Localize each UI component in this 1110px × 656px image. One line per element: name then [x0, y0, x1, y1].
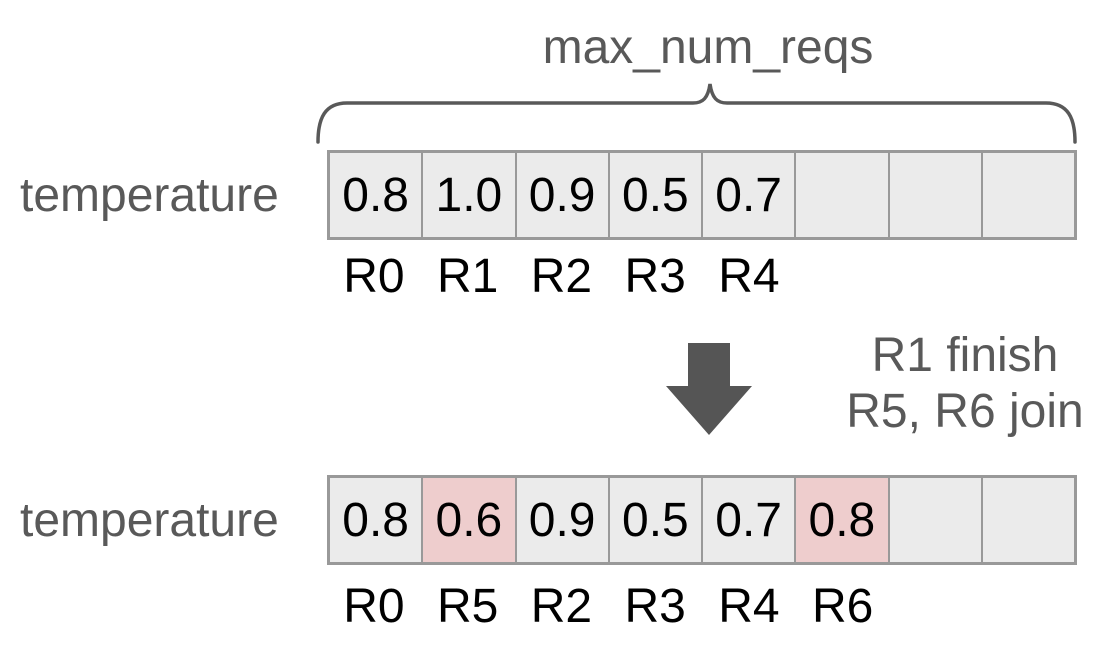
temperature-label-before: temperature [20, 168, 279, 222]
request-labels-after: R0 R5 R2 R3 R4 R6 [327, 579, 1077, 633]
request-label [983, 250, 1077, 302]
request-labels-before: R0 R1 R2 R3 R4 [327, 249, 1077, 303]
array-cell: 0.9 [516, 478, 610, 562]
temperature-array-after: 0.8 0.6 0.9 0.5 0.7 0.8 [327, 475, 1077, 565]
temperature-label-after: temperature [20, 493, 279, 547]
request-label [890, 250, 984, 302]
array-cell: 0.8 [796, 478, 890, 562]
request-label: R4 [718, 249, 780, 303]
request-label: R0 [343, 249, 405, 303]
array-cell [796, 153, 890, 237]
request-label: R2 [530, 249, 593, 303]
array-cell: 0.9 [516, 153, 610, 237]
array-cell [982, 478, 1074, 562]
array-cell [889, 478, 983, 562]
request-label: R3 [624, 579, 686, 633]
array-cell [982, 153, 1074, 237]
request-label: R3 [624, 249, 686, 303]
array-cell: 0.8 [330, 478, 424, 562]
request-label: R4 [718, 579, 780, 633]
max-num-reqs-label: max_num_reqs [542, 21, 874, 74]
transition-note: R1 finish R5, R6 join [820, 328, 1110, 440]
request-label [796, 250, 890, 302]
transition-note-line1: R1 finish [871, 329, 1059, 382]
array-cell: 0.5 [609, 153, 703, 237]
array-cell: 0.6 [423, 478, 517, 562]
request-label: R0 [343, 579, 405, 633]
brace-icon [316, 83, 1077, 144]
array-cell: 1.0 [423, 153, 517, 237]
request-label [890, 580, 984, 632]
request-label: R1 [436, 249, 499, 303]
transition-note-line2: R5, R6 join [846, 385, 1084, 438]
array-cell: 0.8 [330, 153, 424, 237]
temperature-array-before: 0.8 1.0 0.9 0.5 0.7 [327, 150, 1077, 240]
request-label: R5 [436, 579, 499, 633]
array-cell: 0.7 [703, 478, 797, 562]
request-label: R6 [811, 579, 874, 633]
request-label [983, 580, 1077, 632]
array-cell: 0.7 [703, 153, 797, 237]
down-arrow-icon [666, 343, 752, 435]
array-cell [889, 153, 983, 237]
array-cell: 0.5 [609, 478, 703, 562]
request-label: R2 [530, 579, 593, 633]
